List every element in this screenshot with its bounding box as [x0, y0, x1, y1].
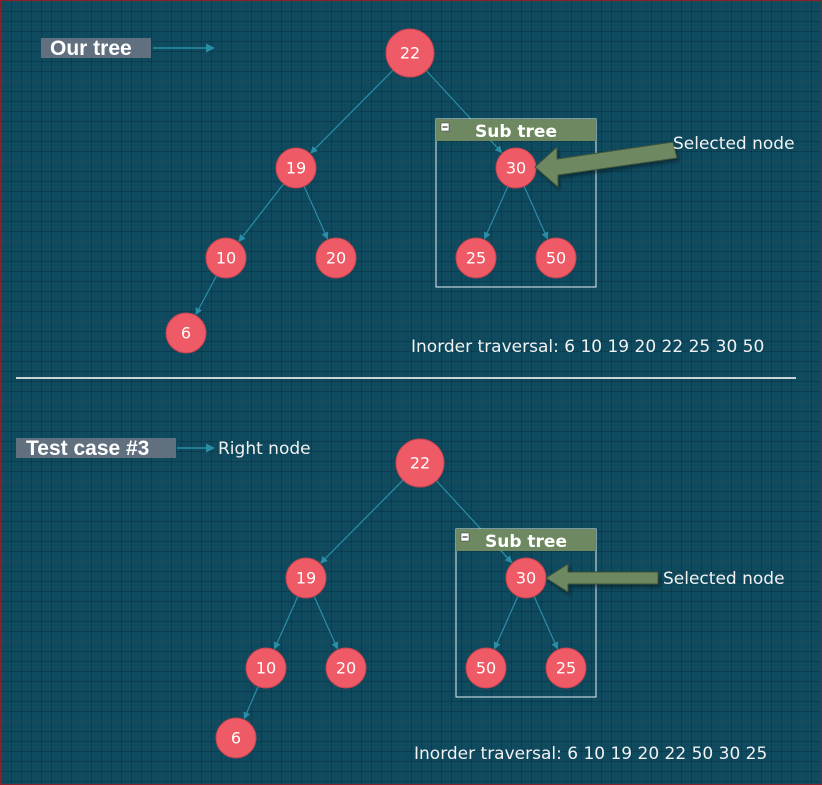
tree-node-20[interactable]: 20 — [315, 237, 357, 279]
node-circle — [465, 647, 507, 689]
title-box — [41, 38, 151, 58]
node-value: 20 — [326, 249, 346, 268]
node-circle — [315, 237, 357, 279]
subtree-container[interactable]: Sub tree — [435, 118, 597, 288]
nodes: 22 19 10 20 6 30 50 25 — [215, 438, 587, 759]
tree-edge-22-19 — [320, 479, 404, 564]
node-value: 25 — [556, 659, 576, 678]
tree-node-6[interactable]: 6 — [165, 312, 207, 354]
node-value: 10 — [216, 249, 236, 268]
tree-node-22[interactable]: 22 — [385, 28, 435, 78]
nodes: 22 19 10 20 6 30 25 50 — [165, 28, 577, 354]
minus-icon[interactable] — [440, 122, 450, 132]
node-value: 19 — [286, 159, 306, 178]
subtree-container[interactable]: Sub tree — [455, 528, 597, 698]
tree-edge-30-25 — [533, 596, 559, 650]
subtree-header — [436, 119, 596, 141]
tree-node-10[interactable]: 10 — [205, 237, 247, 279]
tree-edge-19-10 — [238, 183, 285, 242]
selected-node-label: Selected node — [663, 569, 785, 589]
node-circle — [385, 28, 435, 78]
edges — [243, 479, 559, 720]
tree-edge-19-20 — [303, 186, 329, 240]
annotation-label: Right node — [218, 439, 311, 459]
node-circle — [325, 647, 367, 689]
node-circle — [205, 237, 247, 279]
node-circle — [165, 312, 207, 354]
tree-edge-10-6 — [195, 275, 218, 316]
node-value: 25 — [466, 249, 486, 268]
tree-edge-30-50 — [523, 186, 549, 240]
tree-edge-19-10 — [273, 596, 299, 650]
node-value: 50 — [546, 249, 566, 268]
node-value: 6 — [231, 729, 241, 748]
node-circle — [245, 647, 287, 689]
edges — [195, 69, 549, 316]
title-label: Test case #3 — [16, 437, 176, 460]
node-value: 19 — [296, 569, 316, 588]
tree-node-25[interactable]: 25 — [455, 237, 497, 279]
selected-node-arrow — [534, 141, 678, 189]
tree-node-19[interactable]: 19 — [275, 147, 317, 189]
node-value: 6 — [181, 324, 191, 343]
tree-edge-22-19 — [310, 69, 394, 154]
tree-node-19[interactable]: 19 — [285, 557, 327, 599]
inorder-traversal: Inorder traversal: 6 10 19 20 22 25 30 5… — [411, 337, 764, 357]
tree-node-30[interactable]: 30 — [505, 557, 547, 599]
node-circle — [275, 147, 317, 189]
minus-icon[interactable] — [460, 532, 470, 542]
node-value: 22 — [400, 44, 420, 63]
inorder-traversal: Inorder traversal: 6 10 19 20 22 50 30 2… — [414, 744, 767, 764]
tree-node-20[interactable]: 20 — [325, 647, 367, 689]
node-circle — [455, 237, 497, 279]
node-value: 10 — [256, 659, 276, 678]
diagram-our-tree: Our tree Sub tree 22 19 10 20 6 30 25 50 Select… — [41, 28, 795, 357]
node-value: 50 — [476, 659, 496, 678]
subtree-label: Sub tree — [485, 532, 567, 552]
tree-node-22[interactable]: 22 — [395, 438, 445, 488]
node-value: 30 — [506, 159, 526, 178]
tree-node-30[interactable]: 30 — [495, 147, 537, 189]
diagram-title: Our tree — [50, 37, 132, 60]
tree-node-50[interactable]: 50 — [465, 647, 507, 689]
node-value: 20 — [336, 659, 356, 678]
tree-edge-19-20 — [313, 596, 339, 650]
node-circle — [395, 438, 445, 488]
node-circle — [545, 647, 587, 689]
tree-edge-10-6 — [243, 686, 259, 720]
tree-edge-30-50 — [493, 596, 519, 650]
selected-node-label: Selected node — [673, 134, 795, 154]
title-box — [16, 438, 176, 458]
node-circle — [535, 237, 577, 279]
diagram-title: Test case #3 — [26, 437, 149, 460]
node-value: 22 — [410, 454, 430, 473]
tree-node-50[interactable]: 50 — [535, 237, 577, 279]
selected-node-arrow — [545, 563, 659, 593]
subtree-header — [456, 529, 596, 551]
node-value: 30 — [516, 569, 536, 588]
node-circle — [215, 717, 257, 759]
tree-node-25[interactable]: 25 — [545, 647, 587, 689]
title-label: Our tree — [41, 37, 151, 60]
node-circle — [285, 557, 327, 599]
tree-node-10[interactable]: 10 — [245, 647, 287, 689]
subtree-label: Sub tree — [475, 122, 557, 142]
tree-edge-30-25 — [483, 186, 509, 240]
tree-node-6[interactable]: 6 — [215, 717, 257, 759]
